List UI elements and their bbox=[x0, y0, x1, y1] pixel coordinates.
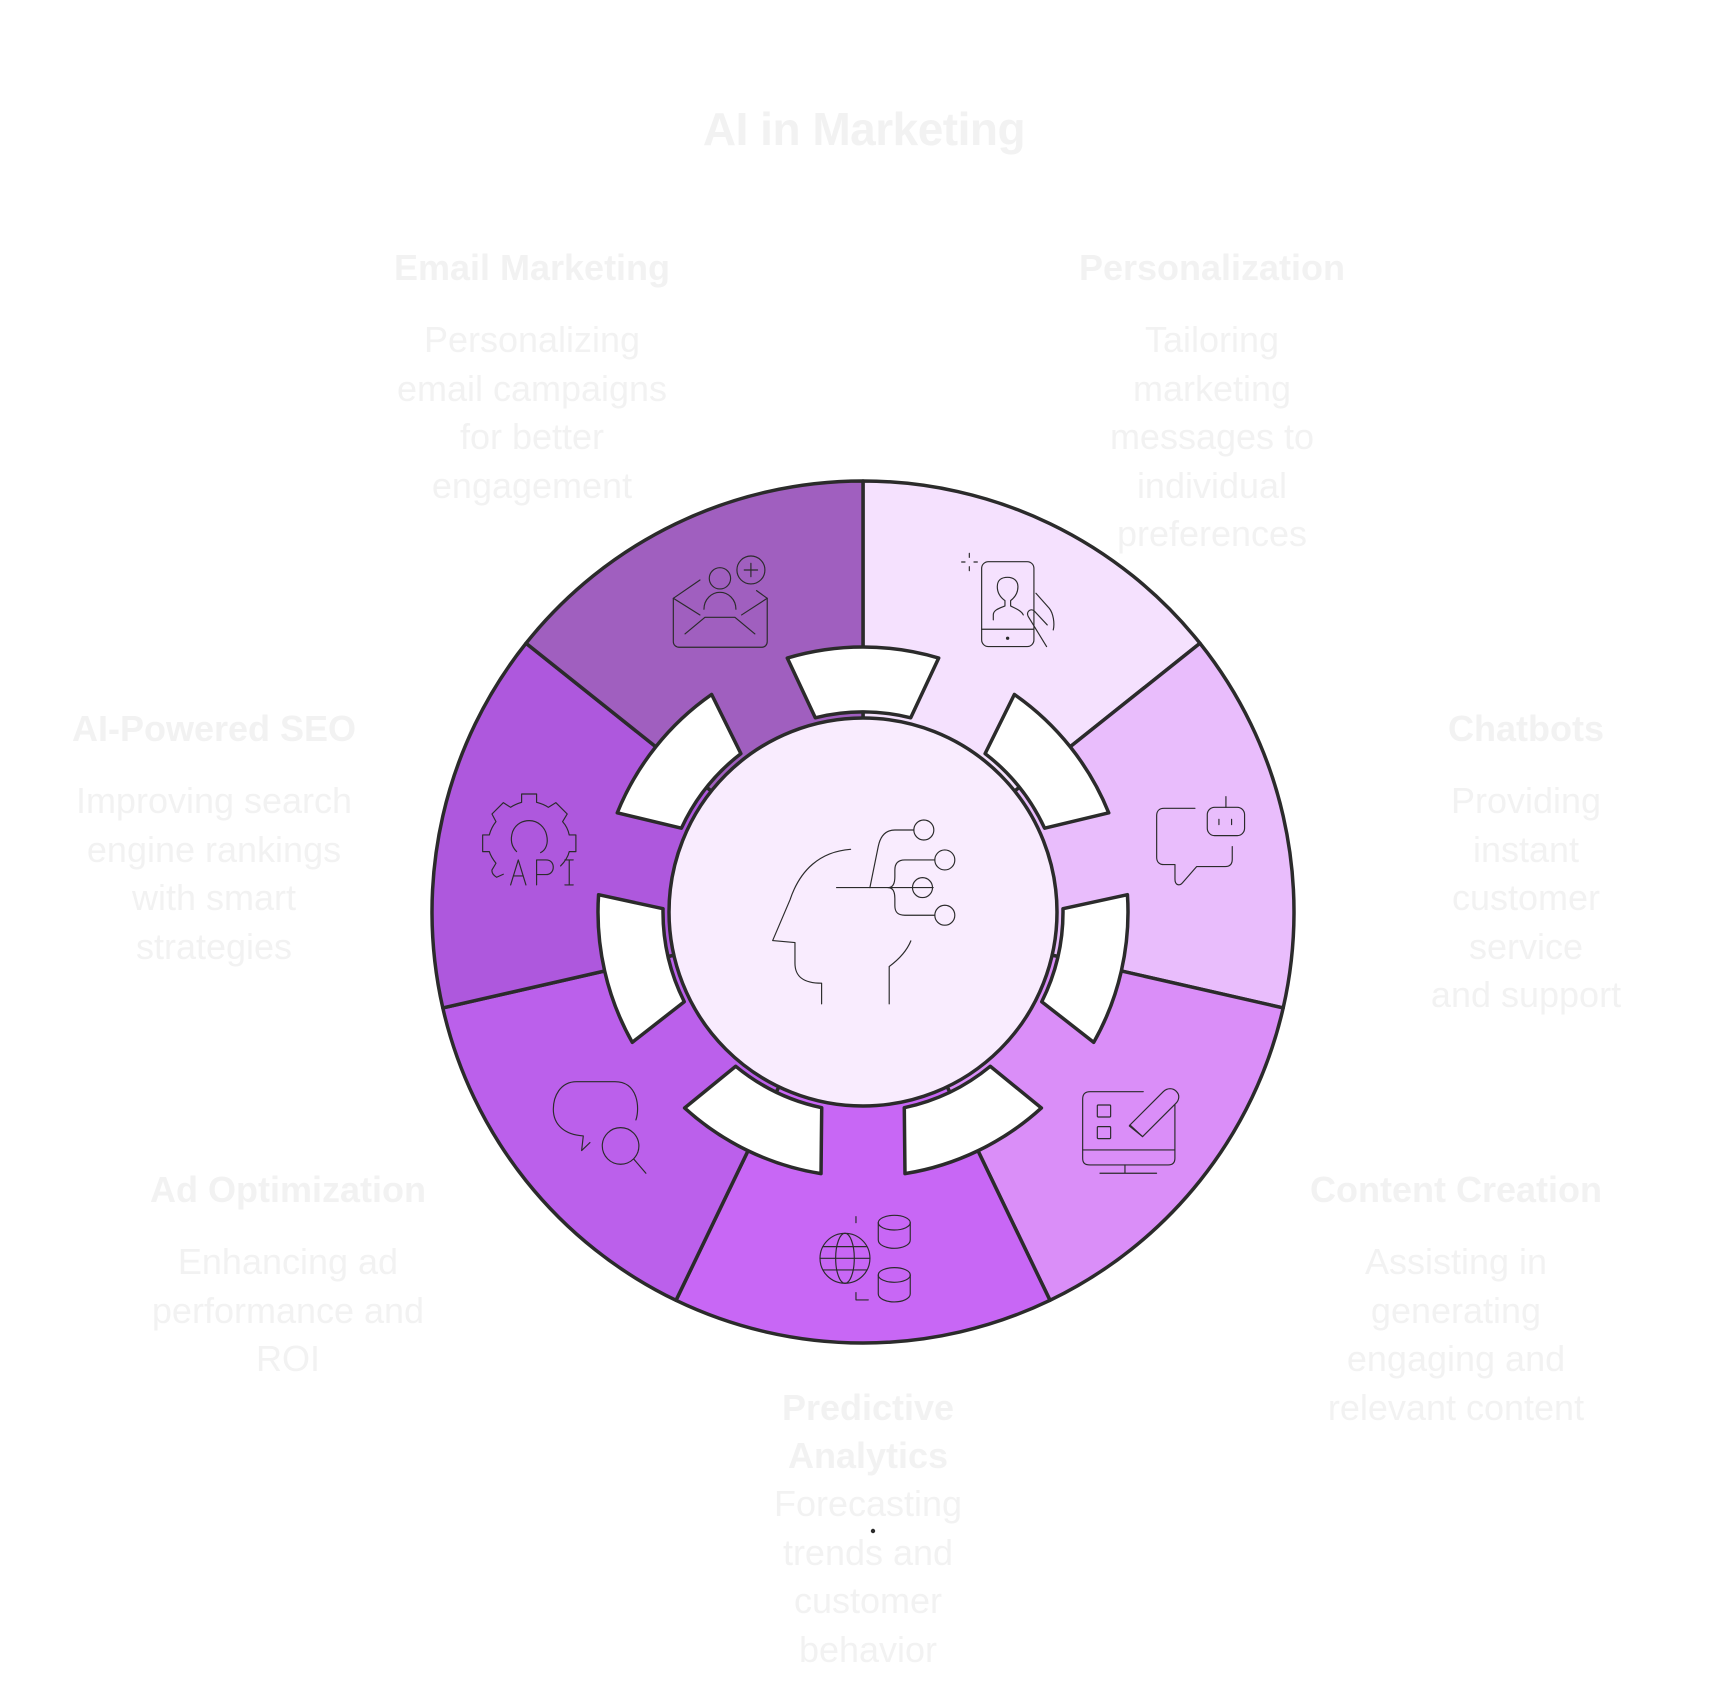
description-line: strategies bbox=[135, 925, 293, 967]
description-line: behavior bbox=[798, 1628, 938, 1670]
smartphone-user-icon bbox=[961, 552, 1055, 648]
description-line: Enhancing ad bbox=[177, 1241, 399, 1282]
description-line: preferences bbox=[1116, 513, 1308, 554]
description-line: customer service bbox=[1451, 877, 1601, 967]
email-add-user-icon bbox=[672, 555, 768, 648]
segment-title: Content Creation bbox=[1310, 1169, 1602, 1210]
globe-database-icon bbox=[819, 1214, 911, 1303]
segment-description: Enhancing ad performance and ROI bbox=[150, 1238, 426, 1384]
description-line: Improving search bbox=[75, 780, 353, 821]
description-line: engaging and bbox=[1346, 1338, 1566, 1379]
description-line: Personalizing bbox=[423, 319, 641, 360]
description-line: messages to bbox=[1109, 416, 1315, 457]
description-line: with smart bbox=[131, 877, 297, 918]
description-line: Assisting in bbox=[1364, 1241, 1548, 1282]
label-content-creation: Content Creation Assisting in generating… bbox=[1310, 1166, 1602, 1432]
divider-tab bbox=[983, 692, 1111, 830]
segment-title: Ad Optimization bbox=[150, 1169, 426, 1210]
label-ai-powered-seo: AI-Powered SEO Improving search engine r… bbox=[72, 705, 356, 971]
label-ad-optimization: Ad Optimization Enhancing ad performance… bbox=[150, 1166, 426, 1384]
page-title: AI in Marketing bbox=[702, 103, 1026, 155]
divider-tab bbox=[1039, 892, 1130, 1045]
description-line: ROI bbox=[255, 1338, 321, 1379]
segment-title: Email Marketing bbox=[393, 247, 671, 288]
divider-tab bbox=[785, 645, 941, 720]
chatbot-icon bbox=[1156, 796, 1246, 886]
description-line: marketing bbox=[1132, 367, 1292, 409]
description-line: customer bbox=[793, 1580, 943, 1621]
description-line: engine rankings bbox=[86, 828, 342, 870]
segment-title: AI-Powered SEO bbox=[71, 708, 357, 749]
title-line: Predictive bbox=[781, 1387, 955, 1428]
description-line: email campaigns bbox=[396, 367, 668, 409]
description-line: individual bbox=[1136, 464, 1288, 506]
segment-description: Assisting in generating engaging and rel… bbox=[1310, 1238, 1602, 1432]
ai-head-network-icon bbox=[772, 819, 956, 1005]
description-line: relevant content bbox=[1327, 1386, 1585, 1428]
monitor-pencil-icon bbox=[1082, 1088, 1180, 1174]
segment-description: Providing instant customer service and s… bbox=[1425, 777, 1627, 1020]
title-line: Analytics bbox=[787, 1435, 949, 1476]
segment-title: Chatbots bbox=[1448, 708, 1604, 749]
segment-title: Personalization bbox=[1078, 247, 1346, 288]
segment-title: Predictive Analytics bbox=[774, 1384, 962, 1480]
description-line: performance and bbox=[151, 1289, 425, 1331]
description-line: Forecasting bbox=[773, 1483, 963, 1524]
divider-tab bbox=[596, 892, 687, 1045]
segment-predictive-analytics bbox=[674, 910, 1052, 1345]
label-personalization: Personalization Tailoring marketing mess… bbox=[1079, 244, 1345, 559]
description-line: trends and bbox=[782, 1531, 954, 1573]
segment-description: Personalizing email campaigns for better… bbox=[394, 316, 670, 510]
description-line: and support bbox=[1430, 974, 1622, 1015]
description-line: Providing instant bbox=[1450, 780, 1602, 870]
description-line: for better bbox=[459, 416, 605, 457]
chat-search-icon bbox=[552, 1081, 647, 1174]
center-hub bbox=[667, 716, 1059, 1108]
segment-description: Improving search engine rankings with sm… bbox=[72, 777, 356, 971]
description-line: engagement bbox=[431, 464, 633, 506]
divider-tab bbox=[682, 1064, 824, 1176]
description-line: Tailoring bbox=[1144, 319, 1280, 360]
icons-layer bbox=[482, 552, 1246, 1303]
stray-dot bbox=[870, 1528, 876, 1534]
label-email-marketing: Email Marketing Personalizing email camp… bbox=[394, 244, 670, 510]
segment-description: Tailoring marketing messages to individu… bbox=[1079, 316, 1345, 559]
label-chatbots: Chatbots Providing instant customer serv… bbox=[1425, 705, 1627, 1020]
segment-description: Forecasting trends and customer behavior bbox=[774, 1480, 962, 1674]
description-line: generating bbox=[1370, 1289, 1542, 1331]
divider-tab bbox=[902, 1064, 1044, 1176]
tabs-layer bbox=[596, 645, 1130, 1176]
label-predictive-analytics: Predictive Analytics Forecasting trends … bbox=[774, 1384, 962, 1674]
divider-tab bbox=[615, 692, 743, 830]
gear-api-icon bbox=[482, 793, 577, 886]
